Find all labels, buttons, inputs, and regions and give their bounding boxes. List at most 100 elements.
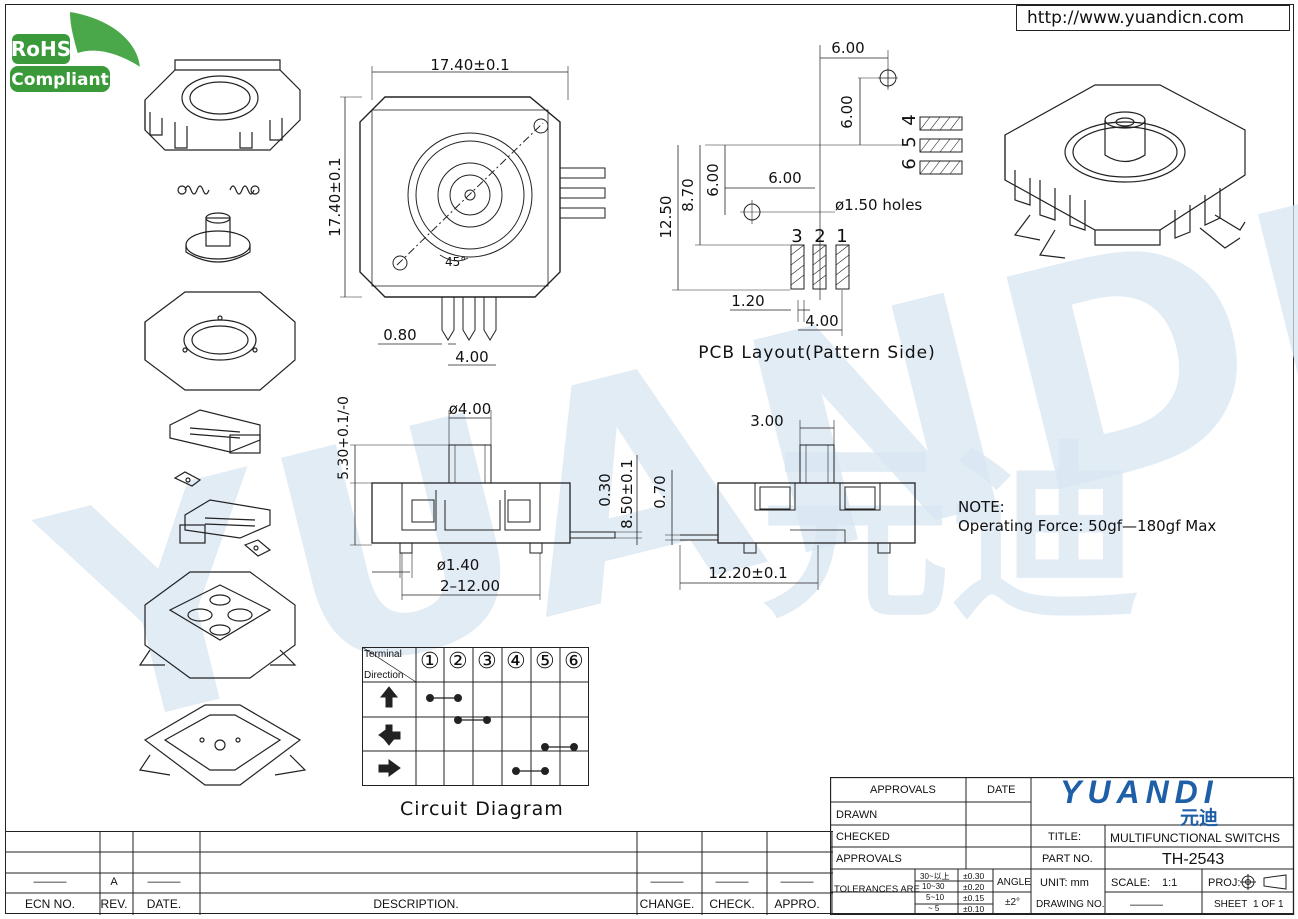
dim-top-height: 17.40±0.1	[326, 157, 344, 236]
circuit-table	[362, 647, 589, 786]
right-dim-base: 0.70	[651, 475, 669, 508]
tb-tol-value-0: ±0.30	[963, 871, 985, 881]
exploded-slider-1	[169, 409, 261, 454]
pad-label-2: 2	[814, 226, 825, 247]
dim-top-width: 17.40±0.1	[430, 56, 509, 74]
tb-approvals: APPROVALS	[870, 784, 936, 796]
compliant-box	[10, 66, 110, 92]
drawing-sheet	[5, 4, 1294, 914]
leaf-icon	[70, 12, 140, 68]
note-title: NOTE:	[958, 498, 1005, 516]
pcb-dim-pad-width: 1.20	[731, 292, 764, 310]
tb-part-label: PART NO.	[1042, 853, 1093, 865]
note-text: Operating Force: 50gf—180gf Max	[958, 517, 1216, 535]
side-dim-small: 0.30	[596, 473, 614, 506]
tb-drawing-no-value: ———	[1130, 899, 1163, 911]
rohs-box	[12, 34, 70, 64]
tb-checked: CHECKED	[836, 831, 890, 843]
rev-value-5: ———	[715, 876, 749, 888]
dim-pin-pitch: 4.00	[455, 348, 488, 366]
rev-value-6: ———	[780, 876, 814, 888]
side-view-right	[665, 420, 916, 590]
rev-header-1: REV.	[100, 897, 128, 911]
side-dim-peg-dia: ø1.40	[437, 556, 480, 574]
pcb-layout-title: PCB Layout(Pattern Side)	[698, 343, 936, 363]
pcb-holes: ø1.50 holes	[835, 196, 922, 214]
exploded-contact-1	[173, 471, 202, 487]
projection-symbol-icon	[1240, 874, 1287, 890]
tb-brand-cjk: 元迪	[1180, 807, 1219, 829]
circuit-terminal-1: ①	[420, 649, 440, 674]
tb-tol-range-1: 10~30	[922, 882, 945, 891]
exploded-pcb	[138, 704, 307, 786]
circuit-dot-up-to	[454, 694, 462, 702]
circuit-dot-right-from	[512, 767, 520, 775]
exploded-base	[138, 571, 297, 679]
tb-title-value: MULTIFUNCTIONAL SWITCHS	[1110, 831, 1280, 845]
tb-tol-value-3: ±0.10	[963, 904, 985, 914]
tb-scale-value: 1:1	[1162, 877, 1178, 889]
tb-tolerances: TOLERANCES ARE	[834, 884, 920, 895]
circuit-dot-down-to	[483, 716, 491, 724]
rev-header-3: DESCRIPTION.	[373, 897, 459, 911]
pad-label-3: 3	[791, 226, 802, 247]
arrow-up-icon	[379, 686, 399, 708]
watermark-cjk: 元迪	[760, 424, 1140, 645]
tb-part-value: TH-2543	[1162, 851, 1225, 868]
tb-brand-logo: YUANDI	[1060, 774, 1219, 810]
circuit-dot-left-from	[541, 743, 549, 751]
exploded-frame	[144, 291, 296, 391]
tb-date: DATE	[987, 784, 1016, 796]
rohs-title: RoHS	[11, 37, 71, 61]
pad-label-4: 4	[899, 114, 920, 125]
rev-header-5: CHECK.	[709, 897, 755, 911]
tb-approvals-row: APPROVALS	[836, 853, 902, 865]
pcb-dim-vert-mid: 6.00	[704, 163, 722, 196]
side-dim-shaft-height: 5.30+0.1/-0	[336, 396, 352, 480]
exploded-cap	[144, 59, 301, 151]
rev-value-4: ———	[650, 876, 684, 888]
circuit-terminal-3: ③	[477, 649, 497, 674]
tb-drawn: DRAWN	[836, 809, 878, 821]
rohs-compliant: Compliant	[11, 70, 108, 90]
circuit-dot-left-to	[570, 743, 578, 751]
circuit-caption: Circuit Diagram	[400, 798, 564, 820]
tb-sheet-value: 1 OF 1	[1253, 899, 1284, 910]
exploded-contact-2	[243, 539, 272, 557]
rev-value-1: A	[110, 876, 118, 888]
circuit-dot-up-from	[426, 694, 434, 702]
right-dim-length: 12.20±0.1	[708, 564, 787, 582]
exploded-springs	[177, 185, 260, 195]
pcb-dim-vert-top: 6.00	[838, 95, 856, 128]
tb-tol-range-0: 30~以上	[920, 872, 950, 881]
circuit-dot-right-to	[541, 767, 549, 775]
dim-angle: 45°	[445, 255, 466, 269]
rohs-badge: RoHS Compliant	[10, 12, 141, 92]
revision-table-grid	[5, 831, 833, 915]
side-view-front	[350, 410, 642, 600]
exploded-slider-2	[179, 499, 271, 544]
top-view	[340, 66, 606, 366]
pcb-dim-pad-pitch: 4.00	[805, 312, 838, 330]
url-box[interactable]: http://www.yuandicn.com	[1016, 5, 1290, 31]
exploded-actuator	[185, 212, 251, 263]
dim-pin-width: 0.80	[383, 326, 416, 344]
rev-header-0: ECN NO.	[24, 897, 75, 911]
circuit-header-direction: Direction	[364, 670, 404, 681]
side-dim-body-height: 8.50±0.1	[618, 459, 636, 529]
arrow-right-icon	[378, 759, 401, 777]
tb-tol-value-2: ±0.15	[963, 893, 985, 903]
rev-header-6: APPRO.	[774, 897, 820, 911]
tb-sheet: SHEET	[1214, 899, 1248, 910]
tb-drawing-no: DRAWING NO.	[1036, 899, 1105, 910]
side-dim-shaft-dia: ø4.00	[449, 400, 492, 418]
url-text: http://www.yuandicn.com	[1027, 8, 1245, 28]
circuit-connections	[426, 694, 578, 775]
pad-label-1: 1	[836, 226, 847, 247]
circuit-dot-down-from	[454, 716, 462, 724]
right-dim-shaft: 3.00	[750, 412, 783, 430]
circuit-terminal-4: ④	[506, 649, 526, 674]
tb-tol-range-2: 5~10	[926, 893, 945, 902]
